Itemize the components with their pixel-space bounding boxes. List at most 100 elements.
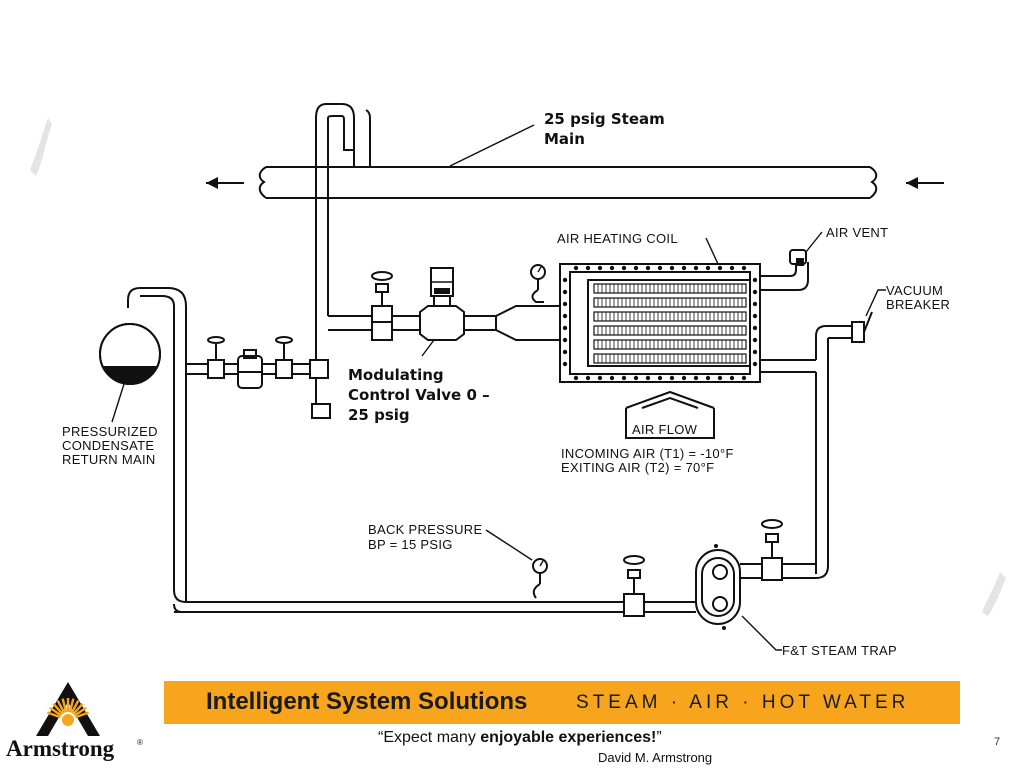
vacuum-breaker-leader [865, 289, 886, 317]
logo-ray [72, 702, 84, 715]
coil-bolt [657, 375, 663, 381]
registered-mark: ® [137, 738, 143, 747]
coil-bolt [621, 375, 627, 381]
armstrong-wordmark: Armstrong [6, 736, 115, 761]
logo-ray [70, 700, 80, 714]
incoming-air-label: INCOMING AIR (T1) = -10°F [561, 446, 734, 461]
page-number: 7 [994, 736, 1001, 748]
return-gate-valve[interactable] [623, 555, 645, 617]
coil-bolt [752, 313, 758, 319]
supply-gate-valve[interactable] [371, 271, 393, 341]
coil-bolt [573, 265, 579, 271]
logo-ray [73, 706, 87, 717]
coil-bolt [669, 375, 675, 381]
coil-bolt [562, 361, 568, 367]
modulating-valve-leader [421, 339, 435, 357]
coil-bolt [693, 375, 699, 381]
armstrong-logo [36, 682, 100, 736]
coil-bolt [621, 265, 627, 271]
coil-bolt [645, 265, 651, 271]
coil-inlet-pressure-gauge [530, 264, 546, 303]
quote-close: ” [656, 729, 662, 746]
coil-bolt [752, 361, 758, 367]
flow-arrow-right [906, 177, 944, 189]
coil-bolts [562, 265, 758, 381]
coil-bolt [741, 375, 747, 381]
coil-bolt [597, 265, 603, 271]
back-pressure-gauge [532, 558, 548, 599]
quote-author: David M. Armstrong [598, 750, 713, 765]
vacuum-breaker [851, 311, 873, 343]
condensate-return-pipe [127, 287, 696, 613]
air-vent [789, 249, 807, 266]
logo-ray [52, 702, 64, 715]
coil-bolt [562, 337, 568, 343]
logo-ray [68, 698, 75, 713]
coil-bolt [752, 337, 758, 343]
coil-bolt [562, 313, 568, 319]
coil-bolt [609, 375, 615, 381]
air-flow-symbol [625, 390, 715, 439]
coil-bolt [633, 265, 639, 271]
coil-bolt [741, 265, 747, 271]
steam-trap-label: F&T STEAM TRAP [782, 643, 897, 658]
coil-bolt [585, 265, 591, 271]
condensate-return-label: PRESSURIZED CONDENSATE RETURN MAIN [62, 424, 162, 467]
quote-bold: enjoyable experiences! [480, 729, 657, 746]
logo-ray [49, 706, 63, 717]
coil-bolt [681, 265, 687, 271]
logo-ray [46, 711, 61, 719]
decorative-map-mark-left [30, 118, 52, 176]
modulating-control-valve[interactable] [419, 267, 465, 341]
air-vent-pipe [760, 262, 809, 291]
coil-bolt [562, 301, 568, 307]
coil-bolt [717, 265, 723, 271]
back-pressure-leader [485, 529, 533, 561]
coil-bolt [562, 289, 568, 295]
coil-bolt [645, 375, 651, 381]
coil-bolt [597, 375, 603, 381]
coil-bolt [562, 277, 568, 283]
flow-arrow-left [206, 177, 244, 189]
back-pressure-label: BACK PRESSURE BP = 15 PSIG [368, 522, 486, 552]
steam-trap-leader [741, 615, 782, 651]
air-heating-coil-label: AIR HEATING COIL [557, 231, 678, 246]
modulating-valve-label: Modulating Control Valve 0 – 25 psig [348, 366, 495, 424]
exiting-air-label: EXITING AIR (T2) = 70°F [561, 460, 714, 475]
banner-title: Intelligent System Solutions [206, 688, 528, 715]
coil-bolt [752, 277, 758, 283]
coil-bolt [752, 349, 758, 355]
coil-bolt [573, 375, 579, 381]
ft-steam-trap [695, 544, 741, 630]
drip-isolation-valve-left[interactable] [207, 336, 225, 379]
decorative-map-mark-right [982, 572, 1006, 616]
coil-bolt [585, 375, 591, 381]
steam-main-label: 25 psig Steam Main [544, 110, 670, 148]
pressurized-condensate-tank [99, 323, 161, 385]
coil-bolt [752, 325, 758, 331]
coil-bolt [669, 265, 675, 271]
coil-bolt [681, 375, 687, 381]
steam-main-leader [449, 124, 535, 167]
quote-open: “Expect many [378, 729, 481, 746]
coil-bolt [609, 265, 615, 271]
air-heating-coil-leader [705, 237, 719, 265]
vacuum-breaker-label: VACUUM BREAKER [886, 283, 950, 312]
steam-takeoff-pipe [311, 103, 371, 419]
coil-bolt [729, 265, 735, 271]
coil-fin-tubes [593, 283, 747, 364]
steam-main-pipe [258, 166, 878, 199]
coil-bolt [562, 325, 568, 331]
logo-ray [56, 700, 66, 714]
coil-bolt [729, 375, 735, 381]
air-vent-leader [805, 231, 823, 253]
drip-strainer-trap [237, 349, 263, 389]
air-heating-coil [559, 263, 761, 383]
coil-bolt [705, 265, 711, 271]
drip-isolation-valve-right[interactable] [275, 336, 293, 379]
trap-inlet-gate-valve[interactable] [761, 519, 783, 581]
logo-sunburst-rays [46, 698, 90, 719]
condensate-return-leader [111, 383, 125, 423]
coil-bolt [717, 375, 723, 381]
